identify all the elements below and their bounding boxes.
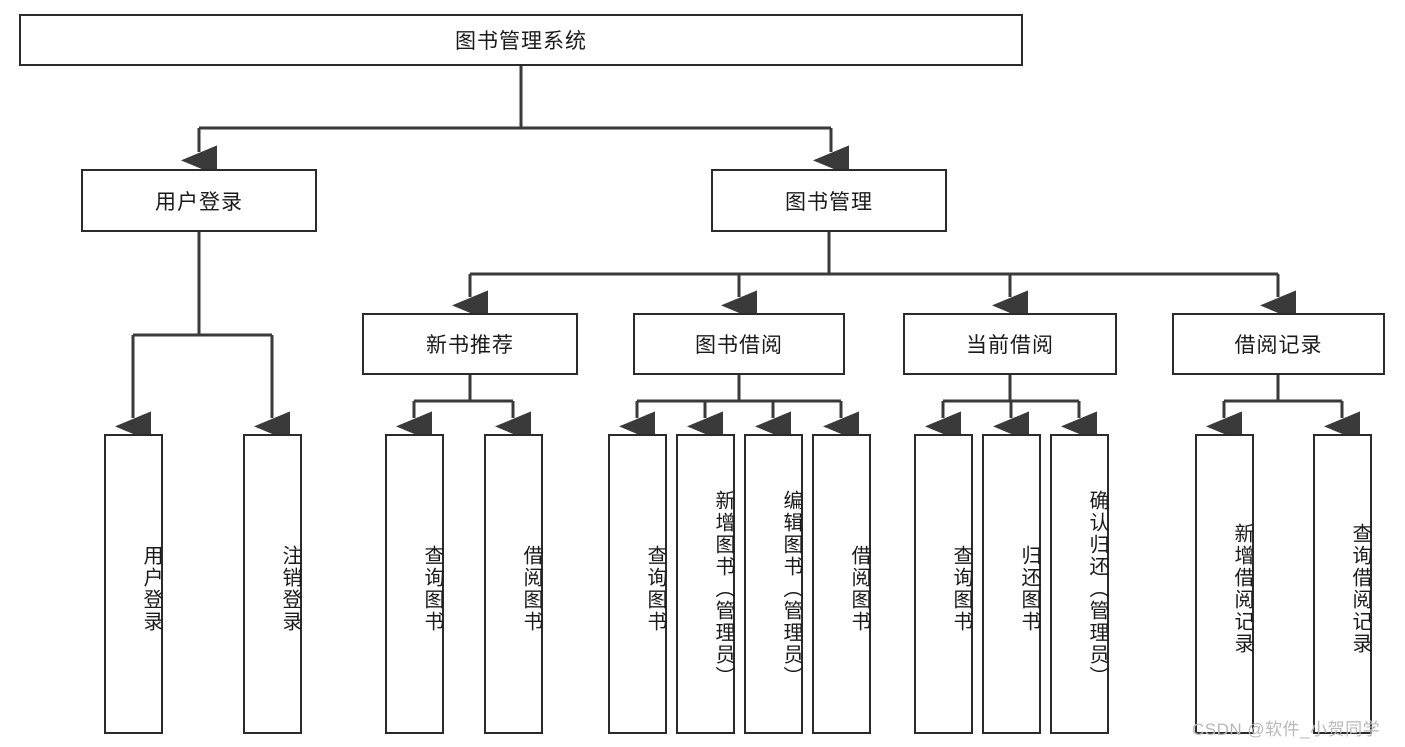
node-label: 注销登录	[279, 545, 301, 633]
node-label: 用户登录	[155, 190, 243, 214]
node-leaf-user-login[interactable]: 用户登录	[104, 434, 163, 734]
node-label: 新书推荐	[426, 334, 514, 357]
node-label: 查询图书	[421, 545, 443, 633]
node-user-login[interactable]: 用户登录	[81, 169, 317, 232]
node-label: 用户登录	[140, 545, 162, 633]
node-label: 新增借阅记录	[1231, 523, 1253, 655]
node-label: 确认归还（管理员）	[1086, 490, 1108, 688]
node-leaf-add-book[interactable]: 新增图书（管理员）	[676, 434, 735, 734]
node-leaf-borrow-book[interactable]: 借阅图书	[812, 434, 871, 734]
node-label: 归还图书	[1018, 545, 1040, 633]
node-book-management[interactable]: 图书管理	[711, 169, 947, 232]
node-leaf-return-book[interactable]: 归还图书	[982, 434, 1041, 734]
node-current-borrow[interactable]: 当前借阅	[903, 313, 1117, 375]
node-leaf-query-book-current[interactable]: 查询图书	[914, 434, 973, 734]
node-leaf-add-borrow-record[interactable]: 新增借阅记录	[1195, 434, 1254, 734]
node-label: 当前借阅	[966, 334, 1054, 357]
node-new-book-recommend[interactable]: 新书推荐	[362, 313, 578, 375]
node-label: 图书借阅	[695, 334, 783, 357]
node-borrow-record[interactable]: 借阅记录	[1172, 313, 1385, 375]
node-leaf-query-book-borrow[interactable]: 查询图书	[608, 434, 667, 734]
node-label: 借阅记录	[1234, 334, 1323, 357]
node-label: 借阅图书	[848, 545, 870, 633]
node-label: 查询借阅记录	[1349, 523, 1371, 655]
node-label: 借阅图书	[520, 545, 542, 633]
node-label: 图书管理	[785, 190, 873, 214]
node-leaf-query-borrow-record[interactable]: 查询借阅记录	[1313, 434, 1372, 734]
node-label: 查询图书	[950, 545, 972, 633]
node-book-borrow[interactable]: 图书借阅	[633, 313, 845, 375]
node-label: 编辑图书（管理员）	[780, 490, 802, 688]
node-leaf-logout-login[interactable]: 注销登录	[243, 434, 302, 734]
node-leaf-edit-book[interactable]: 编辑图书（管理员）	[744, 434, 803, 734]
node-leaf-query-book-recommend[interactable]: 查询图书	[385, 434, 444, 734]
csdn-watermark: CSDN @软件_小贺同学	[1192, 720, 1381, 739]
node-leaf-borrow-book-recommend[interactable]: 借阅图书	[484, 434, 543, 734]
node-book-management-system[interactable]: 图书管理系统	[19, 14, 1023, 66]
node-label: 查询图书	[644, 545, 666, 633]
node-leaf-confirm-return[interactable]: 确认归还（管理员）	[1050, 434, 1109, 734]
node-label: 图书管理系统	[455, 30, 587, 53]
node-label: 新增图书（管理员）	[712, 490, 734, 688]
